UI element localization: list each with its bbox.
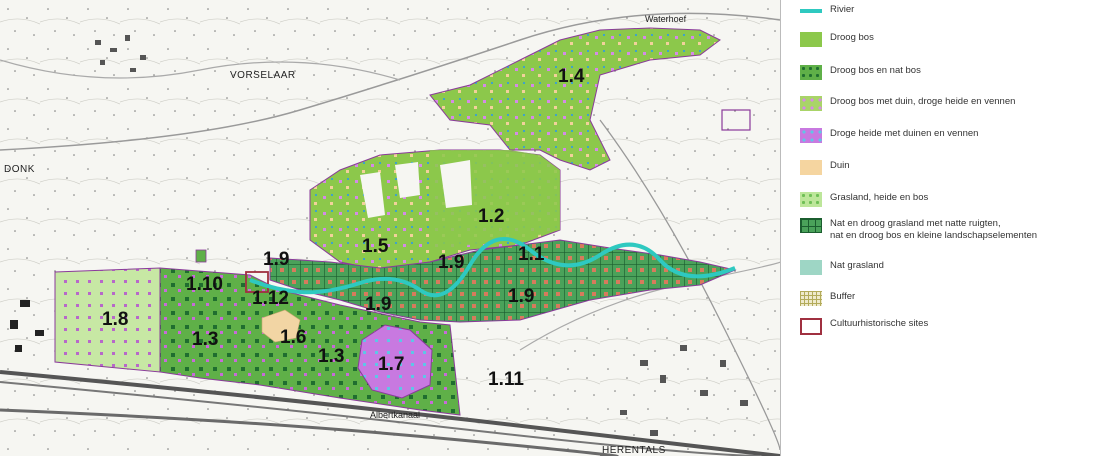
map-canvas: VORSELAAR DONK HERENTALS Waterhoef Alber… [0, 0, 780, 456]
legend-label: Droog bos met duin, droge heide en venne… [830, 96, 1016, 107]
zone-label-1-9: 1.9 [263, 249, 289, 270]
river [249, 236, 736, 298]
legend-swatch-droog-nat-bos [800, 65, 822, 80]
legend-label: Nat en droog grasland met natte ruigten,… [830, 218, 1038, 241]
legend-swatch-droog-bos [800, 32, 822, 47]
zone-1-6-area [261, 309, 301, 343]
legend-item-duin: Duin [800, 160, 850, 175]
map-legend: Rivier Droog bos Droog bos en nat bos Dr… [800, 0, 1117, 456]
legend-item-droge-heide: Droge heide met duinen en vennen [800, 128, 978, 143]
legend-swatch-nat-grasland [800, 260, 822, 275]
zone-1-10-site [245, 271, 269, 293]
legend-item-nat-droog-grasland: Nat en droog grasland met natte ruigten,… [800, 218, 1037, 242]
zone-small-patch [195, 249, 207, 263]
zone-1-9-area [269, 239, 737, 323]
motorway [0, 381, 761, 456]
legend-item-grasland-heide-bos: Grasland, heide en bos [800, 192, 928, 207]
road [599, 119, 780, 451]
zone-1-4-area [429, 27, 721, 171]
legend-item-droog-bos: Droog bos [800, 32, 874, 47]
legend-label: Cultuurhistorische sites [830, 318, 929, 329]
legend-swatch-grasland-heide-bos [800, 192, 822, 207]
legend-swatch-duin-heide-vennen [800, 96, 822, 111]
clearing [395, 162, 420, 198]
legend-label: Droog bos en nat bos [830, 65, 921, 76]
zone-label-1-8: 1.8 [102, 309, 128, 330]
zone-label-1-4: 1.4 [558, 66, 585, 87]
legend-label: Buffer [830, 291, 856, 302]
clearing [360, 172, 385, 218]
zone-1-8-area [54, 267, 161, 373]
place-donk: DONK [4, 164, 35, 175]
legend-label: Droog bos [830, 32, 874, 43]
legend-swatch-cultuur [800, 318, 822, 335]
legend-item-duin-heide-vennen: Droog bos met duin, droge heide en venne… [800, 96, 1015, 111]
zone-1-7-area [357, 324, 433, 399]
zone-label-1-10: 1.10 [186, 274, 223, 295]
town-vorselaar [95, 35, 146, 72]
zone-label-1-9: 1.9 [508, 286, 534, 307]
legend-label: Droge heide met duinen en vennen [830, 128, 979, 139]
legend-item-nat-grasland: Nat grasland [800, 260, 884, 275]
zone-label-1-1: 1.1 [518, 244, 545, 265]
legend-swatch-duin [800, 160, 822, 175]
zone-label-1-3: 1.3 [318, 346, 344, 367]
legend-label: Nat grasland [830, 260, 884, 271]
town-herentals [620, 345, 748, 436]
zone-label-1-6: 1.6 [280, 327, 306, 348]
legend-swatch-nat-droog-grasland [800, 218, 822, 233]
motorway [0, 370, 780, 456]
zone-label-1-9: 1.9 [365, 294, 391, 315]
place-waterhoef: Waterhoef [645, 14, 687, 24]
legend-item-rivier: Rivier [800, 4, 854, 16]
legend-label: Duin [830, 160, 850, 171]
place-vorselaar: VORSELAAR [230, 70, 296, 81]
road [0, 59, 401, 81]
legend-item-droog-nat-bos: Droog bos en nat bos [800, 65, 921, 80]
legend-item-cultuur: Cultuurhistorische sites [800, 318, 928, 335]
zone-label-1-9: 1.9 [438, 252, 464, 273]
legend-swatch-buffer [800, 291, 822, 306]
east-reserve [721, 109, 751, 131]
buildings-west [10, 300, 44, 352]
zone-label-1-7: 1.7 [378, 354, 404, 375]
zone-label-1-11: 1.11 [488, 369, 524, 390]
zone-label-1-2: 1.2 [478, 206, 504, 227]
map-panel: VORSELAAR DONK HERENTALS Waterhoef Alber… [0, 0, 781, 456]
place-herentals: HERENTALS [602, 445, 666, 456]
zone-label-1-12: 1.12 [252, 288, 289, 309]
zone-label-1-5: 1.5 [362, 236, 389, 257]
zone-label-1-3: 1.3 [192, 329, 218, 350]
legend-label: Grasland, heide en bos [830, 192, 929, 203]
legend-swatch-droge-heide [800, 128, 822, 143]
legend-item-buffer: Buffer [800, 291, 855, 306]
clearing [440, 160, 472, 208]
legend-label: Rivier [830, 4, 855, 15]
place-albertkanaal: Albertkanaal [370, 410, 420, 420]
legend-swatch-rivier [800, 9, 822, 13]
